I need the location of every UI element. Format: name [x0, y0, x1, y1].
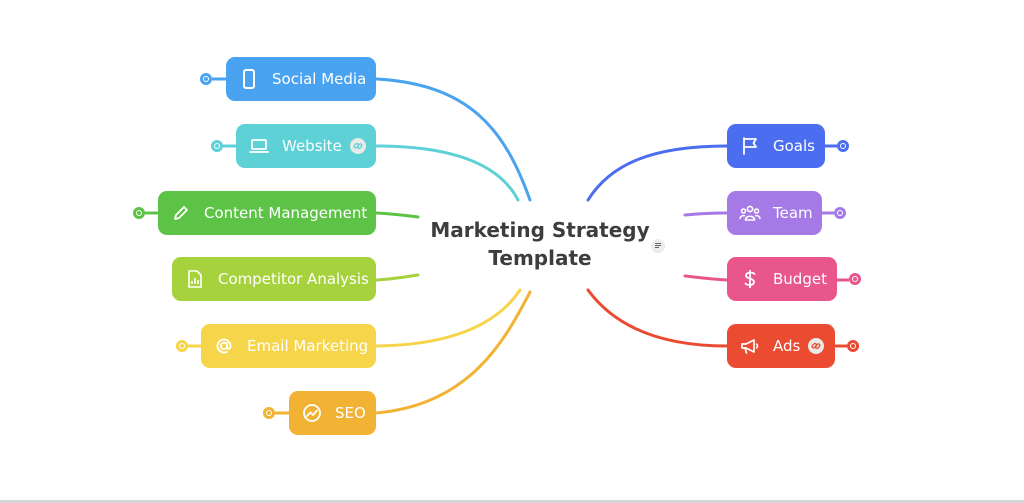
topic-budget[interactable]: Budget	[727, 257, 837, 301]
people-icon	[739, 202, 761, 224]
topic-label: SEO	[335, 404, 366, 422]
collapse-toggle-content-management[interactable]	[133, 207, 145, 219]
connector-right-1	[683, 211, 729, 217]
topic-label: Email Marketing	[247, 337, 369, 355]
collapse-toggle-email-marketing[interactable]	[176, 340, 188, 352]
canvas-bottom-border	[0, 500, 1024, 503]
central-topic[interactable]: Marketing Strategy Template	[420, 216, 660, 272]
at-icon	[213, 335, 235, 357]
collapse-toggle-budget[interactable]	[849, 273, 861, 285]
connector-left-4	[374, 288, 522, 348]
laptop-icon	[248, 135, 270, 157]
report-icon	[184, 268, 206, 290]
topic-label: Social Media	[272, 70, 367, 88]
hyperlink-icon[interactable]	[349, 138, 366, 154]
central-topic-line-2: Template	[488, 246, 592, 270]
topic-label: Budget	[773, 270, 827, 288]
topic-website[interactable]: Website	[236, 124, 376, 168]
connector-right-3	[586, 288, 729, 348]
collapse-toggle-goals[interactable]	[837, 140, 849, 152]
central-topic-line-1: Marketing Strategy	[430, 218, 650, 242]
collapse-toggle-team[interactable]	[834, 207, 846, 219]
topic-goals[interactable]: Goals	[727, 124, 825, 168]
topic-team[interactable]: Team	[727, 191, 822, 235]
flag-icon	[739, 135, 761, 157]
topic-label: Goals	[773, 137, 815, 155]
dollar-icon	[739, 268, 761, 290]
trend-icon	[301, 402, 323, 424]
topic-ads[interactable]: Ads	[727, 324, 835, 368]
connector-right-0	[586, 144, 729, 202]
topic-email-marketing[interactable]: Email Marketing	[201, 324, 376, 368]
collapse-toggle-website[interactable]	[211, 140, 223, 152]
connector-left-1	[374, 144, 520, 202]
collapse-toggle-seo[interactable]	[263, 407, 275, 419]
note-icon[interactable]	[651, 239, 665, 253]
topic-label: Team	[773, 204, 813, 222]
hyperlink-icon[interactable]	[808, 338, 825, 354]
connector-left-5	[374, 290, 532, 415]
pencil-icon	[170, 202, 192, 224]
topic-competitor-analysis[interactable]: Competitor Analysis	[172, 257, 376, 301]
topic-label: Website	[282, 137, 342, 155]
topic-content-management[interactable]: Content Management	[158, 191, 376, 235]
topic-label: Content Management	[204, 204, 368, 222]
phone-icon	[238, 68, 260, 90]
megaphone-icon	[739, 335, 761, 357]
topic-label: Ads	[773, 337, 801, 355]
topic-social-media[interactable]: Social Media	[226, 57, 376, 101]
collapse-toggle-ads[interactable]	[847, 340, 859, 352]
connector-right-2	[683, 274, 729, 282]
topic-label: Competitor Analysis	[218, 270, 369, 288]
topic-seo[interactable]: SEO	[289, 391, 376, 435]
connector-left-3	[374, 273, 420, 282]
connector-left-0	[374, 77, 532, 202]
collapse-toggle-social-media[interactable]	[200, 73, 212, 85]
connector-left-2	[374, 211, 420, 219]
